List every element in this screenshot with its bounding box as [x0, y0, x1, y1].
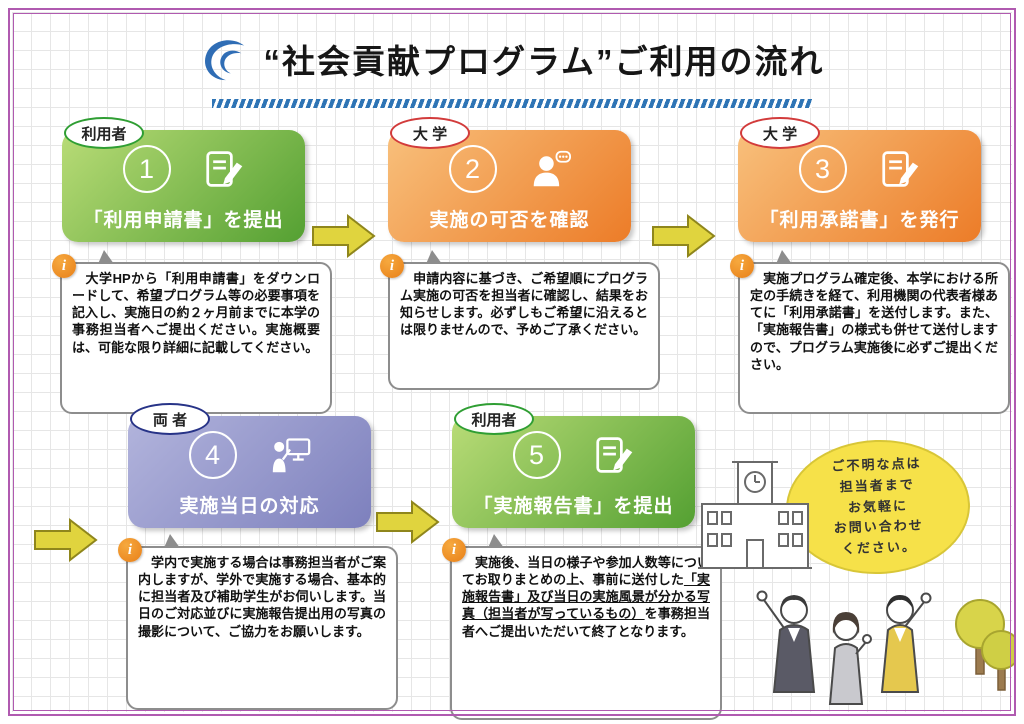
step-5-description-part-3: を事務担当者へご提出いただいて終了となります。: [462, 606, 710, 639]
bubble-tail: [488, 534, 504, 548]
flow-arrow-1: [312, 214, 376, 258]
flow-arrow-wrap: [34, 518, 98, 562]
step-1-description-bubble: 大学HPから「利用申請書」をダウンロードして、希望プログラム等の必要事項を記入し…: [60, 262, 332, 414]
document-edit-icon: [881, 151, 918, 187]
step-5-description-underlined: 「実施報告書」及び当日の実施風景が分かる写真（担当者が写っているもの）: [462, 572, 710, 622]
step-2-header: 2: [388, 130, 631, 199]
step-5-number: 5: [512, 431, 561, 479]
info-icon: i: [380, 254, 404, 278]
page-header: “社会貢献プログラム”ご利用の流れ: [0, 34, 1024, 84]
step-5-description-bubble: 実施後、当日の様子や参加人数等についてお取りまとめの上、事前に送付した「実施報告…: [450, 546, 722, 720]
info-icon: i: [52, 254, 76, 278]
bubble-tail: [98, 250, 114, 264]
step-5-actor-badge: 利用者: [454, 403, 534, 435]
info-icon: i: [118, 538, 142, 562]
document-edit-icon: [595, 437, 632, 473]
step-1-header: 1: [62, 130, 305, 199]
step-4-number: 4: [188, 431, 237, 479]
flow-arrow-3: [376, 500, 440, 544]
document-edit-icon: [205, 151, 242, 187]
person-speech-icon: [533, 150, 571, 187]
step-4-title: 実施当日の対応: [179, 496, 320, 517]
step-2-title: 実施の可否を確認: [429, 210, 590, 231]
step-4-header: 4: [128, 416, 371, 485]
step-5-header: 5: [452, 416, 695, 485]
step-4-description-bubble: 学内で実施する場合は事務担当者がご案内しますが、学外で実施する場合、基本的に担当…: [126, 546, 398, 710]
info-icon: i: [730, 254, 754, 278]
bubble-tail: [776, 250, 792, 264]
presenter-icon: [272, 438, 310, 473]
step-5-title: 「実施報告書」を提出: [473, 496, 674, 517]
step-2-actor-badge: 大 学: [390, 117, 470, 149]
step-5-description-part-1: 実施後、当日の様子や参加人数等についてお取りまとめの上、事前に送付した: [462, 555, 710, 588]
title-underline: [212, 99, 812, 108]
step-3-actor-badge: 大 学: [740, 117, 820, 149]
flow-arrow-2: [652, 214, 716, 258]
bubble-tail: [426, 250, 442, 264]
info-icon: i: [442, 538, 466, 562]
step-4-box: 4 実施当日の対応: [128, 416, 371, 528]
step-3-number: 3: [798, 145, 847, 193]
step-2-number: 2: [448, 145, 497, 193]
step-3-title: 「利用承諾書」を発行: [759, 210, 960, 231]
step-4-actor-badge: 両 者: [130, 403, 210, 435]
step-1-title: 「利用申請書」を提出: [83, 210, 284, 231]
step-2-box: 2 実施の可否を確認: [388, 130, 631, 242]
step-3-header: 3: [738, 130, 981, 199]
page-title: “社会貢献プログラム”ご利用の流れ: [263, 43, 825, 80]
step-1-actor-badge: 利用者: [64, 117, 144, 149]
step-3-description-bubble: 実施プログラム確定後、本学における所定の手続きを経て、利用機関の代表者様あてに「…: [738, 262, 1010, 414]
bubble-tail: [164, 534, 180, 548]
step-2-description-bubble: 申請内容に基づき、ご希望順にプログラム実施の可否を担当者に確認し、結果をお知らせ…: [388, 262, 660, 390]
wave-logo-icon: [205, 40, 245, 81]
step-1-number: 1: [122, 145, 171, 193]
